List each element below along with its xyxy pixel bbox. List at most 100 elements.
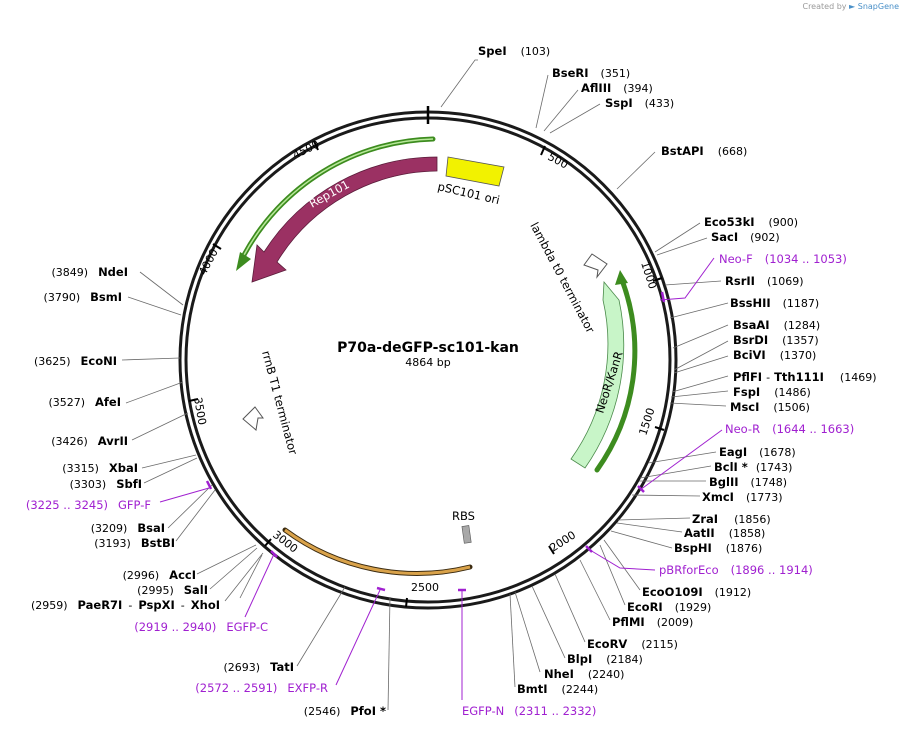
rep101-green-outline-highlight bbox=[243, 138, 434, 256]
tick-label-2500: 2500 bbox=[411, 581, 439, 594]
enzyme-label: BclI *(1743) bbox=[714, 460, 792, 474]
tick-mark-4500 bbox=[313, 140, 319, 151]
enzyme-labels-left: (3849)NdeI (3790)BsmI (3625)EcoNI (3527)… bbox=[31, 265, 386, 718]
tick-mark-1500 bbox=[654, 426, 665, 431]
leader-line bbox=[224, 552, 264, 602]
primer-lines bbox=[159, 257, 723, 700]
primer-label-neo-r: Neo-R(1644 .. 1663) bbox=[725, 422, 854, 436]
enzyme-label: BssHII(1187) bbox=[730, 296, 819, 310]
enzyme-label: (3527)AfeI bbox=[48, 395, 121, 409]
enzyme-label: BlpI(2184) bbox=[567, 652, 643, 666]
rbs-label: RBS bbox=[452, 509, 475, 523]
leader-line bbox=[387, 596, 391, 711]
primer-mark-neo-f bbox=[660, 291, 666, 303]
enzyme-label: (3193)BstBI bbox=[94, 536, 175, 550]
plasmid-size: 4864 bp bbox=[405, 356, 450, 369]
leader-line bbox=[616, 151, 656, 190]
enzyme-label: FspI(1486) bbox=[733, 385, 811, 399]
rep101-arrowhead-outline bbox=[236, 252, 251, 271]
leader-line bbox=[131, 412, 189, 441]
tick-label-4500: 4500 bbox=[291, 138, 322, 162]
tick-mark-2500 bbox=[405, 597, 408, 608]
enzyme-label: (3209)BsaI bbox=[91, 521, 165, 535]
enzyme-label: ZraI(1856) bbox=[692, 512, 771, 526]
enzyme-label: BspHI(1876) bbox=[674, 541, 762, 555]
leader-line bbox=[669, 402, 727, 407]
neor-green-outline bbox=[594, 277, 638, 473]
leader-line bbox=[654, 222, 701, 253]
leader-line bbox=[671, 375, 729, 393]
leader-line bbox=[139, 271, 184, 306]
snapgene-logo-icon: ► bbox=[849, 2, 856, 11]
leader-line bbox=[127, 296, 182, 316]
primer-label-neo-f: Neo-F(1034 .. 1053) bbox=[719, 252, 847, 266]
enzyme-label: (2959)PaeR7I-PspXI-XhoI bbox=[31, 598, 220, 612]
leader-line bbox=[669, 302, 729, 319]
primer-line-gfp-f bbox=[159, 487, 210, 503]
enzyme-label: AflIII(394) bbox=[581, 81, 653, 95]
leader-line bbox=[599, 544, 626, 606]
tick-mark-4000 bbox=[212, 243, 222, 250]
leader-line bbox=[141, 454, 197, 469]
enzyme-label: BsaAI(1284) bbox=[733, 318, 820, 332]
enzyme-label: NheI(2240) bbox=[544, 667, 624, 681]
leader-line bbox=[196, 544, 257, 575]
tick-mark-1000 bbox=[652, 277, 663, 282]
primer-mark-neo-r bbox=[637, 485, 645, 493]
enzyme-label: (3790)BsmI bbox=[44, 290, 122, 304]
leader-line bbox=[631, 494, 701, 497]
leader-line bbox=[143, 457, 198, 484]
primer-label-egfp-n: EGFP-N(2311 .. 2332) bbox=[462, 704, 596, 718]
plasmid-name: P70a-deGFP-sc101-kan bbox=[337, 340, 519, 356]
leader-line bbox=[656, 237, 708, 256]
leader-line bbox=[296, 586, 346, 667]
leader-line bbox=[531, 585, 566, 659]
enzyme-label: (3625)EcoNI bbox=[34, 354, 117, 368]
enzyme-label: BciVI(1370) bbox=[733, 348, 816, 362]
psc101-ori-feature bbox=[445, 156, 505, 187]
primer-label-egfp-c: (2919 .. 2940)EGFP-C bbox=[134, 620, 268, 634]
primer-line-neo-f bbox=[659, 257, 715, 301]
neor-arrowhead-outline bbox=[615, 270, 628, 285]
enzyme-label: Eco53kI(900) bbox=[704, 215, 798, 229]
leader-line bbox=[672, 324, 729, 349]
enzyme-label: (2995)SalI bbox=[137, 583, 208, 597]
leader-line bbox=[175, 489, 216, 542]
enzyme-label: BmtI(2244) bbox=[517, 682, 598, 696]
leader-line bbox=[647, 451, 717, 464]
primer-mark-gfp-f bbox=[205, 480, 213, 490]
leader-line bbox=[617, 517, 691, 521]
rep101-feature bbox=[251, 156, 438, 283]
enzyme-label: EcoRI(1929) bbox=[627, 600, 711, 614]
primer-line-egfp-c bbox=[244, 553, 275, 618]
primer-labels: Neo-F(1034 .. 1053) Neo-R(1644 .. 1663) … bbox=[26, 252, 854, 718]
leader-line bbox=[673, 340, 729, 371]
primer-label-gfp-f: (3225 .. 3245)GFP-F bbox=[26, 498, 151, 512]
leader-line bbox=[440, 59, 478, 108]
enzyme-label: BstAPI(668) bbox=[661, 144, 747, 158]
leader-line bbox=[610, 530, 673, 549]
enzyme-label: PflFI-Tth111I(1469) bbox=[733, 370, 876, 384]
tick-mark-3500 bbox=[188, 398, 199, 402]
neor-feature bbox=[570, 280, 625, 469]
enzyme-label: (2693)TatI bbox=[224, 660, 294, 674]
enzyme-label: EcoRV(2115) bbox=[587, 637, 678, 651]
leader-line bbox=[509, 593, 516, 688]
rbs-orange-arc bbox=[282, 527, 473, 576]
enzyme-label: BseRI(351) bbox=[552, 66, 630, 80]
primer-mark-exfp-r bbox=[376, 586, 386, 592]
enzyme-label: EagI(1678) bbox=[719, 445, 796, 459]
enzyme-label: (3426)AvrII bbox=[51, 434, 128, 448]
leader-line bbox=[543, 89, 579, 132]
leader-line bbox=[616, 522, 683, 533]
enzyme-leader-lines bbox=[121, 59, 729, 711]
leader-line bbox=[549, 103, 601, 134]
primer-label-pbrforeco: pBRforEco(1896 .. 1914) bbox=[659, 563, 813, 577]
rbs-orange-arc-fill bbox=[284, 528, 471, 575]
leader-line bbox=[673, 355, 729, 374]
enzyme-label: MscI(1506) bbox=[730, 400, 810, 414]
tick-mark-500 bbox=[540, 145, 546, 156]
leader-line bbox=[579, 559, 611, 621]
enzyme-label: PflMI(2009) bbox=[612, 615, 693, 629]
